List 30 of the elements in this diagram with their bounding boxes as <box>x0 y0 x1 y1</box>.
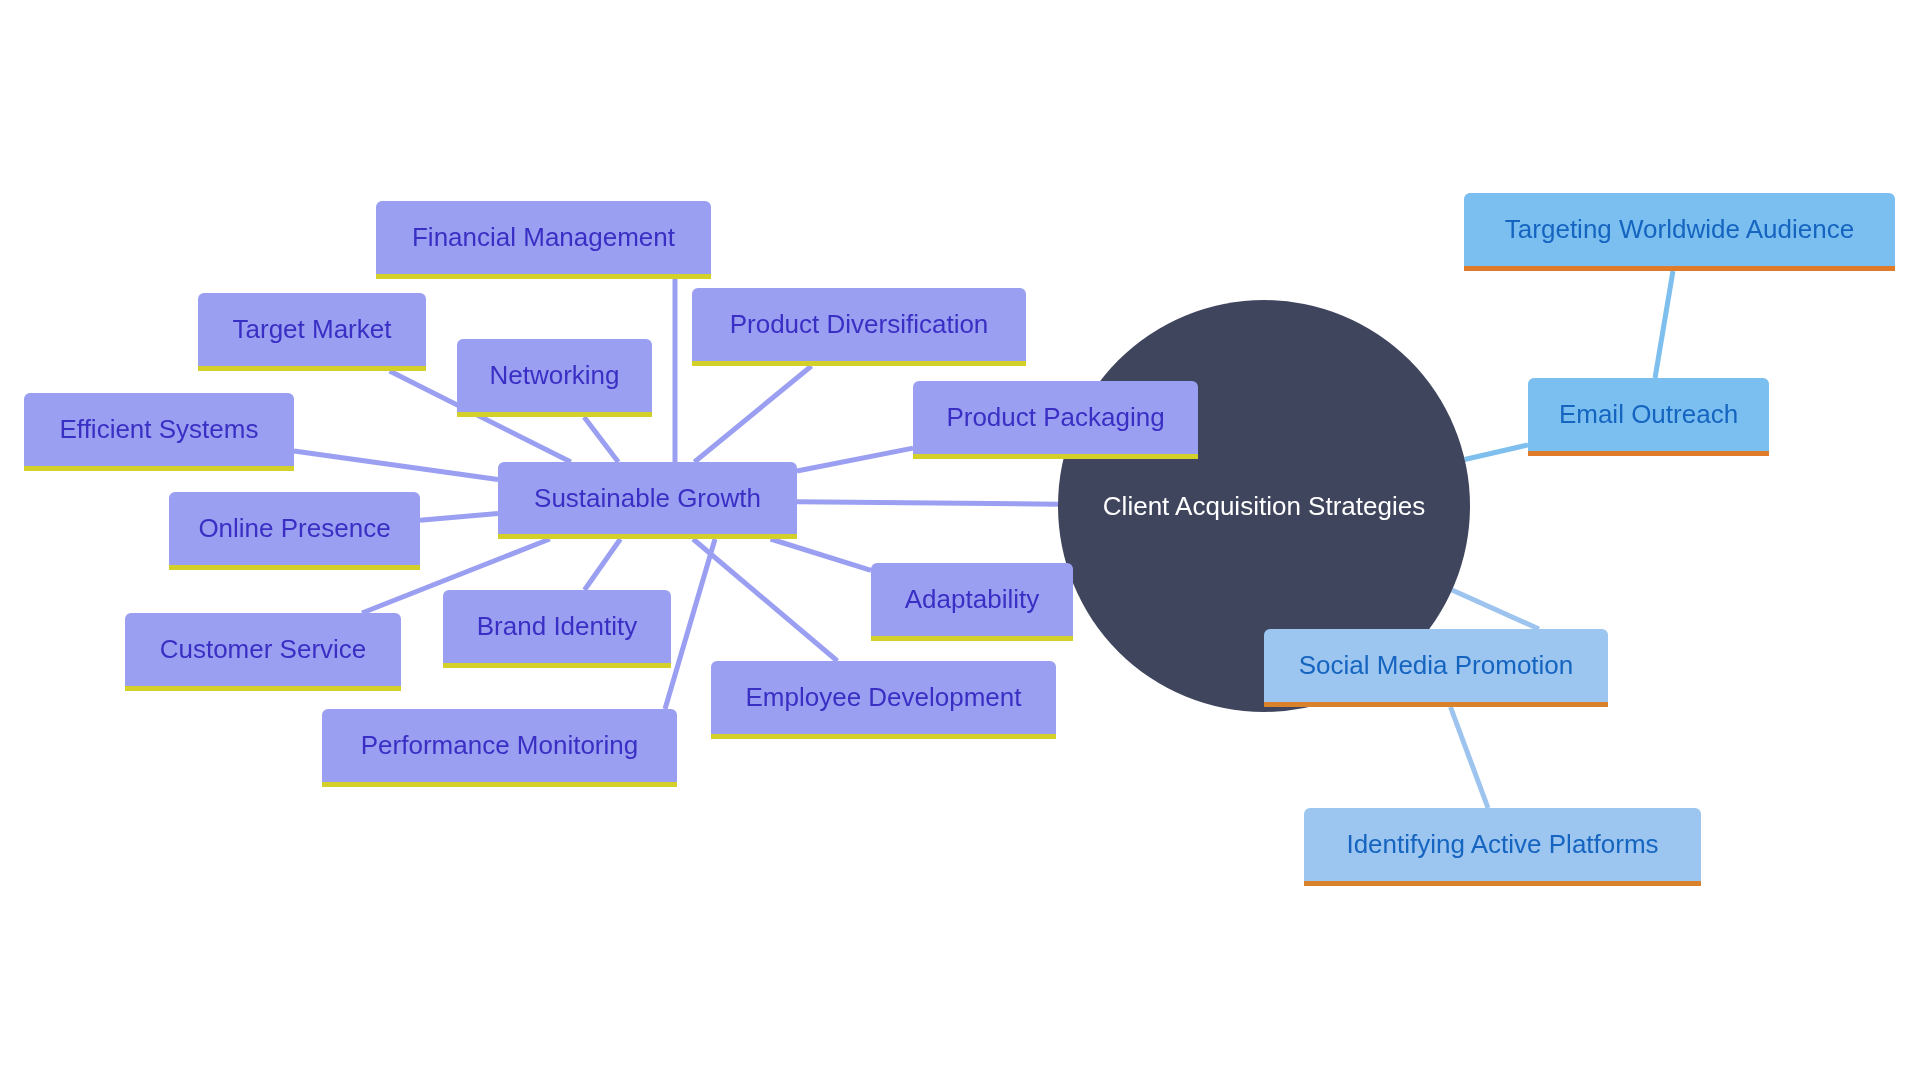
topic-box: Adaptability <box>871 563 1073 641</box>
connector-line <box>582 537 623 592</box>
topic-box: Email Outreach <box>1528 378 1769 456</box>
topic-box: Sustainable Growth <box>498 462 797 539</box>
topic-box: Employee Development <box>711 661 1056 739</box>
topic-box: Online Presence <box>169 492 420 570</box>
topic-box: Target Market <box>198 293 426 371</box>
connector-line <box>796 445 914 474</box>
connector-line <box>419 510 499 523</box>
topic-box: Financial Management <box>376 201 711 279</box>
connector-line <box>662 538 718 710</box>
topic-box: Product Packaging <box>913 381 1198 459</box>
connector-line <box>1464 442 1529 462</box>
connector-line <box>293 448 499 482</box>
topic-box: Performance Monitoring <box>322 709 677 787</box>
topic-box: Efficient Systems <box>24 393 294 471</box>
connector-line <box>691 537 839 663</box>
connector-line <box>1652 270 1676 379</box>
connector-line <box>692 364 814 464</box>
topic-box: Networking <box>457 339 652 417</box>
connector-line <box>796 499 1059 507</box>
connector-line <box>1448 706 1491 809</box>
topic-box: Social Media Promotion <box>1264 629 1608 707</box>
connector-line <box>672 279 678 462</box>
topic-box: Targeting Worldwide Audience <box>1464 193 1895 271</box>
topic-box: Identifying Active Platforms <box>1304 808 1701 886</box>
topic-box: Product Diversification <box>692 288 1026 366</box>
topic-box: Brand Identity <box>443 590 671 668</box>
connector-line <box>582 415 621 464</box>
topic-box: Customer Service <box>125 613 401 691</box>
